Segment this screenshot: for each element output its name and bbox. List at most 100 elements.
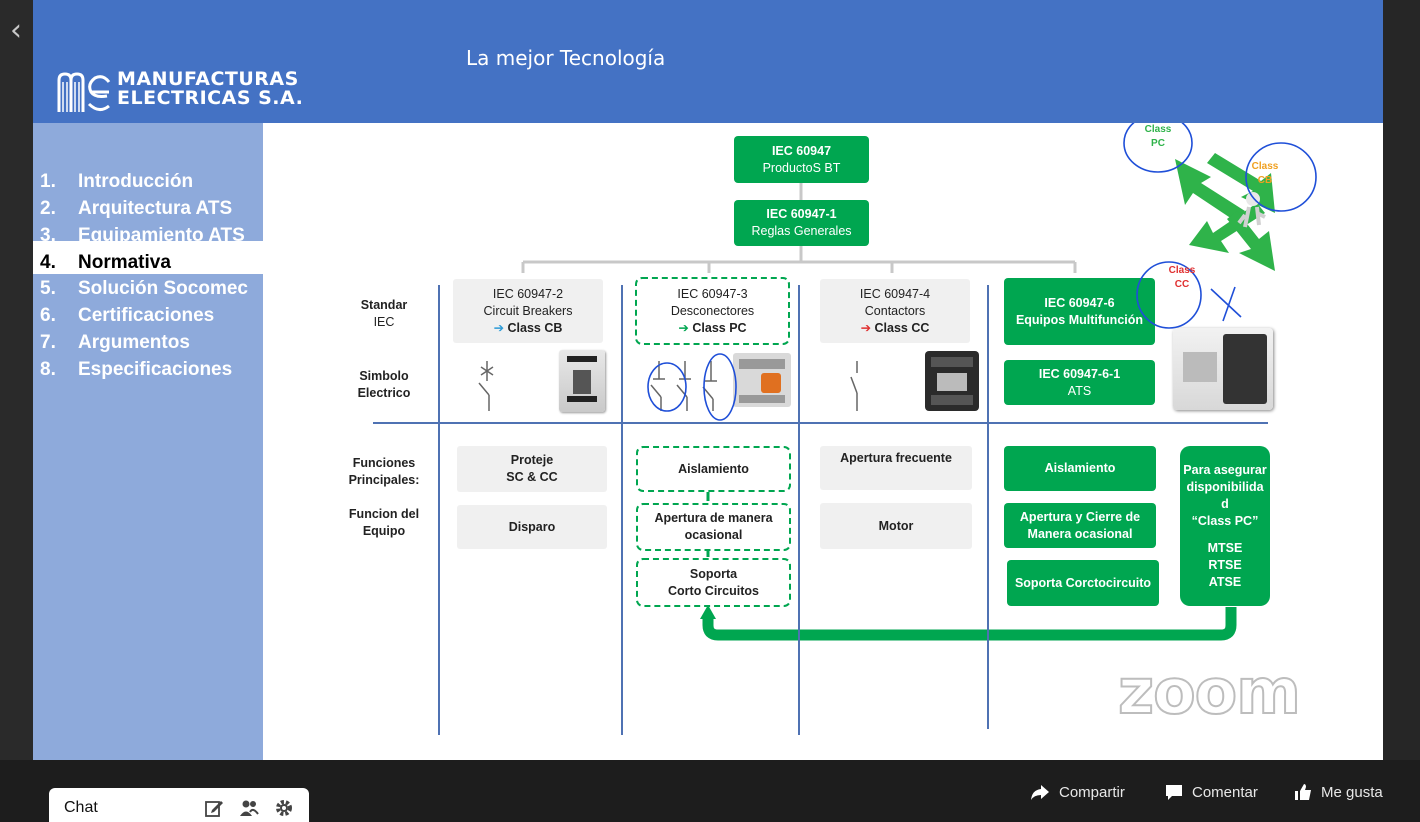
zoom-watermark: zoom [1117, 654, 1302, 729]
box-line: Apertura y Cierre de [1019, 509, 1141, 524]
iec-60947-1-box: IEC 60947-1 Reglas Generales [734, 200, 869, 246]
contactor-image [925, 351, 979, 411]
agenda-label: Especificaciones [78, 359, 233, 380]
agenda-label: Equipamiento ATS [78, 225, 245, 241]
pc-short-circuit-box: Soporta Corto Circuitos [636, 558, 791, 607]
row-label-line: Principales: [348, 473, 420, 487]
annotation-line: Class [1168, 265, 1196, 276]
box-line: Corto Circuitos [668, 583, 759, 598]
grid-line [438, 285, 440, 735]
diagram-connectors [521, 153, 1275, 641]
agenda-num: 7. [40, 332, 56, 353]
box-line: Contactors [864, 303, 926, 318]
box-line: Desconectores [670, 303, 755, 318]
agenda-item-solucion: 5. Solución Socomec [33, 275, 263, 302]
cb-equipment-box: Disparo [457, 505, 607, 549]
box-line: ATSE [1208, 575, 1242, 589]
annotation-line: Class [1144, 124, 1172, 135]
class-line: ➔ Class CC [861, 320, 930, 337]
box-line: Disparo [508, 519, 556, 534]
box-line: Aislamiento [678, 461, 749, 476]
box-line: Proteje [510, 453, 554, 467]
class-label: Class PC [692, 320, 747, 335]
box-line: IEC 60947-1 [766, 207, 837, 221]
box-line: Apertura frecuente [840, 451, 952, 465]
agenda-num: 8. [40, 359, 56, 380]
class-label: Class CB [507, 320, 563, 335]
left-margin [0, 0, 33, 760]
presentation-slide: MANUFACTURAS ELECTRICAS S.A. La mejor Te… [33, 0, 1383, 760]
disconnector-symbol-icon [650, 361, 665, 411]
comment-label: Comentar [1192, 783, 1258, 801]
box-line: Circuit Breakers [483, 303, 573, 318]
annotation-line: CB [1257, 175, 1273, 186]
cc-function-box: Apertura frecuente [820, 446, 972, 490]
like-label: Me gusta [1321, 783, 1383, 801]
class-pc-assurance-box: Para asegurar disponibilida d “Class PC”… [1180, 446, 1270, 606]
agenda-sidebar: 1.Introducción 2.Arquitectura ATS 3.Equi… [33, 123, 263, 760]
arrow-right-icon: ➔ [860, 320, 872, 335]
agenda-num: 2. [40, 198, 56, 219]
agenda-label: Normativa [78, 252, 171, 273]
agenda-label: Solución Socomec [78, 278, 248, 299]
cb-function-box: Proteje SC & CC [457, 446, 607, 492]
box-line: IEC 60947-6-1 [1038, 366, 1121, 381]
breaker-symbol-icon [478, 361, 494, 411]
thumbs-up-icon [1295, 784, 1311, 800]
box-line: Apertura de manera [654, 511, 773, 525]
arrow-right-icon: ➔ [678, 320, 689, 335]
row-label-line: IEC [373, 315, 395, 329]
class-label: Class CC [874, 320, 930, 335]
iec-60947-box: IEC 60947 ProductoS BT [734, 136, 869, 183]
annotation-line: PC [1151, 138, 1165, 149]
agenda-num: 5. [40, 278, 56, 299]
chat-panel-tab[interactable]: Chat [49, 788, 309, 822]
row-label-line: Standar [360, 298, 408, 312]
box-line: ProductoS BT [762, 160, 841, 175]
grid-line [987, 285, 989, 729]
arrow-right-icon: ➔ [493, 320, 505, 335]
box-line: IEC 60947-4 [859, 286, 931, 301]
class-line: ➔ Class CB [494, 320, 563, 337]
box-line: Reglas Generales [751, 224, 852, 238]
comment-button[interactable]: Comentar [1165, 780, 1258, 804]
box-line: IEC 60947-2 [492, 286, 564, 301]
row-label-line: Equipo [362, 524, 406, 538]
row-label-line: Simbolo [359, 369, 409, 383]
agenda-item-certificaciones: 6.Certificaciones [33, 302, 263, 329]
agenda-num: 4. [40, 252, 56, 273]
box-line: ATS [1067, 383, 1092, 398]
iec-60947-6-box: IEC 60947-6 Equipos Multifunción [1004, 278, 1155, 345]
gear-icon[interactable] [273, 797, 295, 819]
back-arrow-icon[interactable]: ‹ [10, 13, 22, 48]
box-line: IEC 60947 [771, 143, 832, 158]
iec-60947-4-box: IEC 60947-4 Contactors ➔ Class CC [820, 279, 970, 343]
participants-icon[interactable] [238, 797, 260, 819]
iec-60947-2-box: IEC 60947-2 Circuit Breakers ➔ Class CB [453, 279, 603, 343]
disconnector-switch-image [733, 353, 791, 407]
box-line: IEC 60947-3 [677, 286, 748, 301]
box-line: RTSE [1208, 558, 1242, 572]
edit-icon[interactable] [203, 797, 225, 819]
like-button[interactable]: Me gusta [1294, 780, 1383, 804]
agenda-item-normativa: 4. Normativa [33, 241, 263, 274]
grid-line [621, 285, 623, 735]
ats-device-image [1173, 328, 1273, 410]
mf-short-circuit-box: Soporta Corctocircuito [1007, 560, 1159, 606]
annotation-line: CC [1174, 279, 1190, 290]
box-line: Motor [878, 518, 914, 533]
agenda-label: Introducción [78, 171, 194, 192]
box-line: Manera ocasional [1027, 526, 1133, 541]
contactor-symbol-icon [850, 361, 858, 411]
share-button[interactable]: Compartir [1030, 780, 1125, 804]
agenda-label: Argumentos [78, 332, 190, 353]
row-label-line: Electrico [357, 386, 411, 400]
box-line: Para asegurar [1183, 463, 1267, 477]
